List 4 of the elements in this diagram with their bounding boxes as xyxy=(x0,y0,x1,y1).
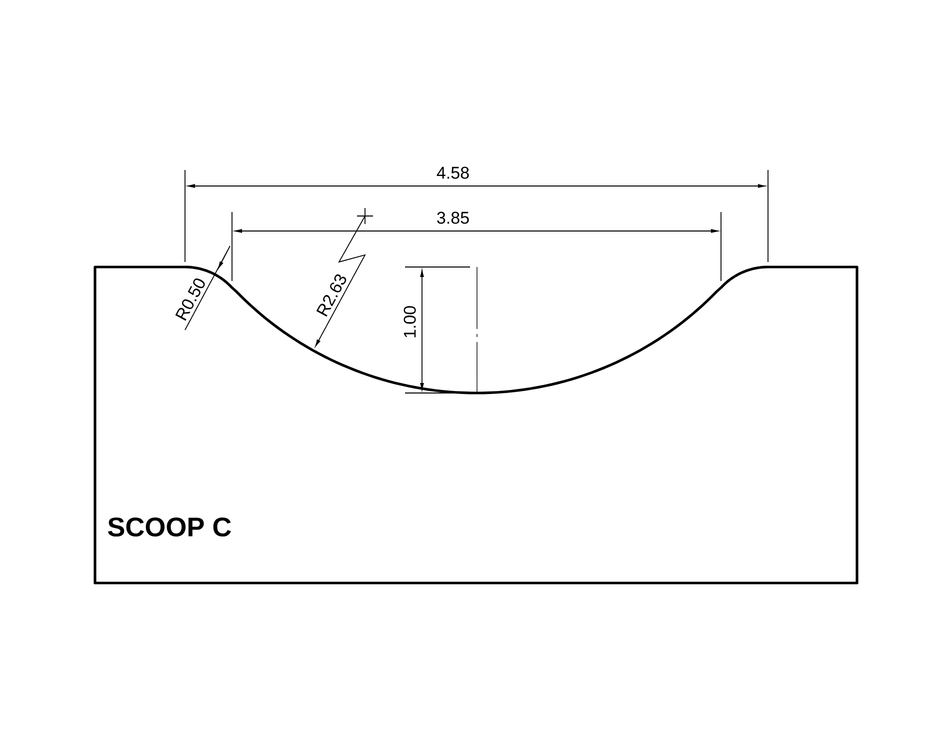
part-label: SCOOP C xyxy=(108,517,231,537)
dimension-text: 4.58 xyxy=(436,166,469,179)
dimension-text: 3.85 xyxy=(437,212,469,224)
dimension-text: 1.00 xyxy=(404,306,416,338)
